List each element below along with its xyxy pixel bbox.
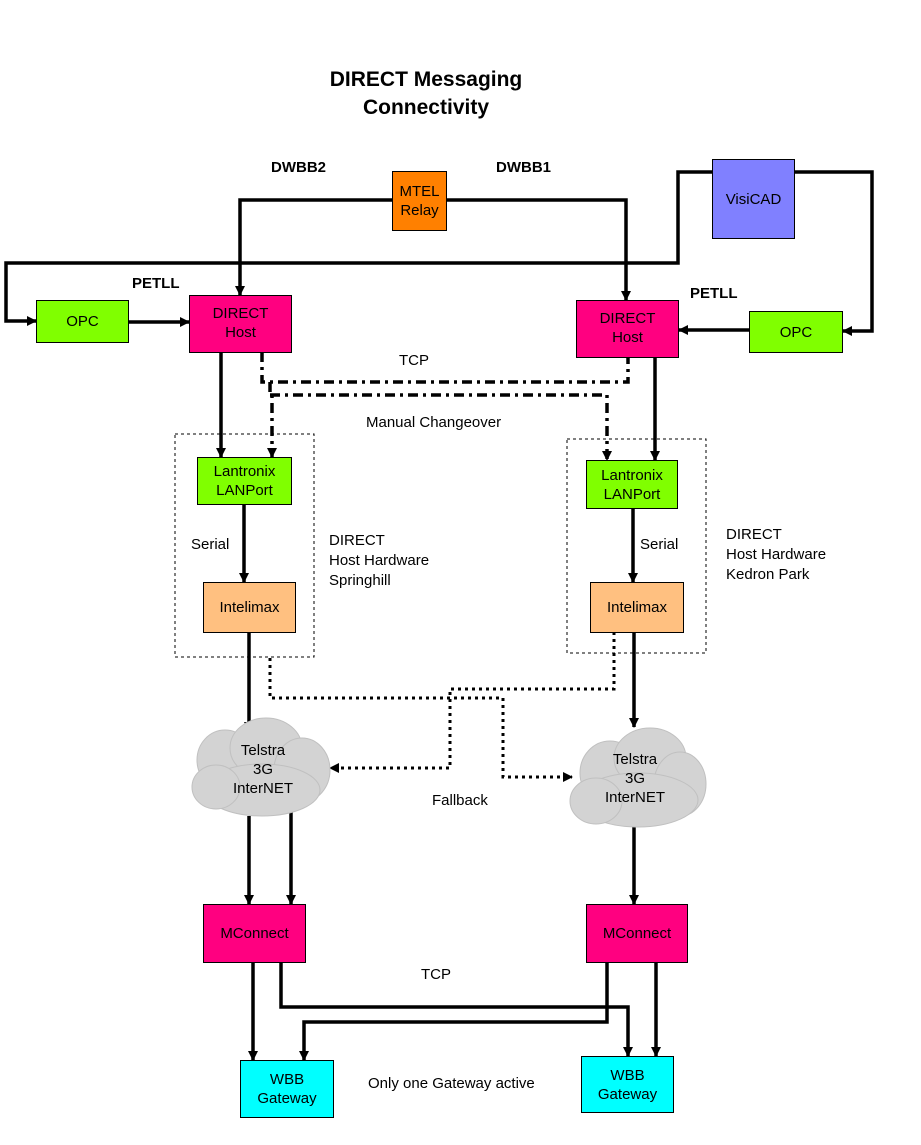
visicad-label: VisiCAD: [725, 190, 782, 208]
telstra-cloud-right: Telstra 3G InterNET: [590, 748, 680, 808]
site-label-left-line-1: DIRECT: [329, 532, 385, 549]
opc-node-right: OPC: [749, 311, 843, 353]
telstra-cloud-left: Telstra 3G InterNET: [218, 739, 308, 799]
label-manual-changeover: Manual Changeover: [366, 414, 502, 431]
site-label-right-line-1: DIRECT: [726, 526, 782, 543]
title-line-2: Connectivity: [362, 96, 490, 119]
cloud-left-line-2: 3G: [252, 760, 273, 778]
wbb-gateway-node-left: WBB Gateway: [240, 1060, 334, 1118]
label-petll-right: PETLL: [690, 285, 738, 302]
cloud-left-line-3: InterNET: [232, 779, 293, 797]
cloud-right-line-3: InterNET: [604, 788, 665, 806]
opc-right-label: OPC: [779, 323, 813, 341]
mconnect-node-left: MConnect: [203, 904, 306, 963]
opc-node-left: OPC: [36, 300, 129, 343]
lantronix-left-line-2: LANPort: [216, 482, 273, 499]
link-visicad-opc-left: [4, 170, 712, 326]
link-relay-host-right: [446, 198, 631, 301]
host-right-line-1: DIRECT: [599, 310, 656, 327]
link-changeover-lantronix-right: [270, 393, 612, 461]
label-dwbb2: DWBB2: [271, 159, 326, 176]
mconnect-right-label: MConnect: [602, 925, 672, 942]
site-label-left: DIRECT Host Hardware Springhill: [329, 531, 429, 591]
mtel-relay-line-2: Relay: [400, 202, 439, 219]
cloud-right-line-1: Telstra: [612, 750, 658, 768]
label-tcp-top: TCP: [399, 352, 429, 369]
site-label-right-line-2: Host Hardware: [726, 546, 827, 563]
gateway-right-line-1: WBB: [610, 1066, 645, 1084]
link-relay-host-left: [235, 198, 392, 296]
visicad-node: VisiCAD: [712, 159, 795, 239]
cloud-left-line-1: Telstra: [240, 741, 286, 759]
solid-links: [4, 170, 874, 1061]
site-label-right-line-3: Kedron Park: [726, 566, 810, 583]
cloud-shape-left: [191, 717, 331, 817]
mconnect-left-label: MConnect: [220, 925, 289, 942]
lantronix-right-line-2: LANPort: [603, 485, 661, 503]
gateway-right-line-2: Gateway: [597, 1085, 658, 1103]
intelimax-node-left: Intelimax: [203, 582, 296, 633]
diagram-title: DIRECT Messaging Connectivity: [0, 66, 852, 122]
site-frame-right: [566, 438, 707, 654]
intelimax-left-label: Intelimax: [219, 599, 280, 616]
lantronix-left-line-1: Lantronix: [213, 463, 276, 480]
gateway-left-line-1: WBB: [269, 1071, 305, 1088]
site-label-right: DIRECT Host Hardware Kedron Park: [726, 525, 826, 585]
link-changeover-host-left: [260, 352, 630, 384]
link-visicad-opc-right: [795, 170, 874, 336]
changeover-links: [260, 352, 630, 461]
gateway-left-line-2: Gateway: [257, 1090, 317, 1107]
mconnect-node-right: MConnect: [586, 904, 688, 963]
lantronix-right-line-1: Lantronix: [601, 466, 663, 484]
mtel-relay-node: MTEL Relay: [392, 171, 447, 231]
site-frame-left: [174, 433, 315, 658]
title-line-1: DIRECT Messaging: [329, 68, 523, 91]
host-left-line-2: Host: [225, 324, 256, 341]
opc-left-label: OPC: [66, 313, 99, 330]
direct-host-node-left: DIRECT Host: [189, 295, 292, 353]
intelimax-node-right: Intelimax: [590, 582, 684, 633]
cloud-right-line-2: 3G: [624, 769, 645, 787]
site-label-left-line-3: Springhill: [329, 572, 391, 589]
link-mconnect-left-gateway-right: [279, 962, 633, 1057]
direct-host-node-right: DIRECT Host: [576, 300, 679, 358]
host-right-line-2: Host: [612, 329, 643, 346]
host-left-line-1: DIRECT: [212, 305, 269, 322]
label-dwbb1: DWBB1: [496, 159, 551, 176]
label-petll-left: PETLL: [132, 275, 180, 292]
cloud-shape-right: [569, 727, 707, 828]
label-serial-right: Serial: [640, 536, 679, 553]
site-label-left-line-2: Host Hardware: [329, 552, 430, 569]
label-fallback: Fallback: [432, 792, 488, 809]
intelimax-right-label: Intelimax: [606, 599, 668, 616]
fallback-links: [268, 632, 616, 782]
mtel-relay-line-1: MTEL: [399, 183, 440, 200]
link-fallback-right: [329, 632, 616, 773]
label-gateway-note: Only one Gateway active: [368, 1075, 535, 1092]
label-serial-left: Serial: [191, 536, 230, 553]
link-mconnect-right-gateway-left: [299, 962, 609, 1061]
label-tcp-bottom: TCP: [421, 966, 451, 983]
link-fallback-left: [268, 658, 573, 782]
